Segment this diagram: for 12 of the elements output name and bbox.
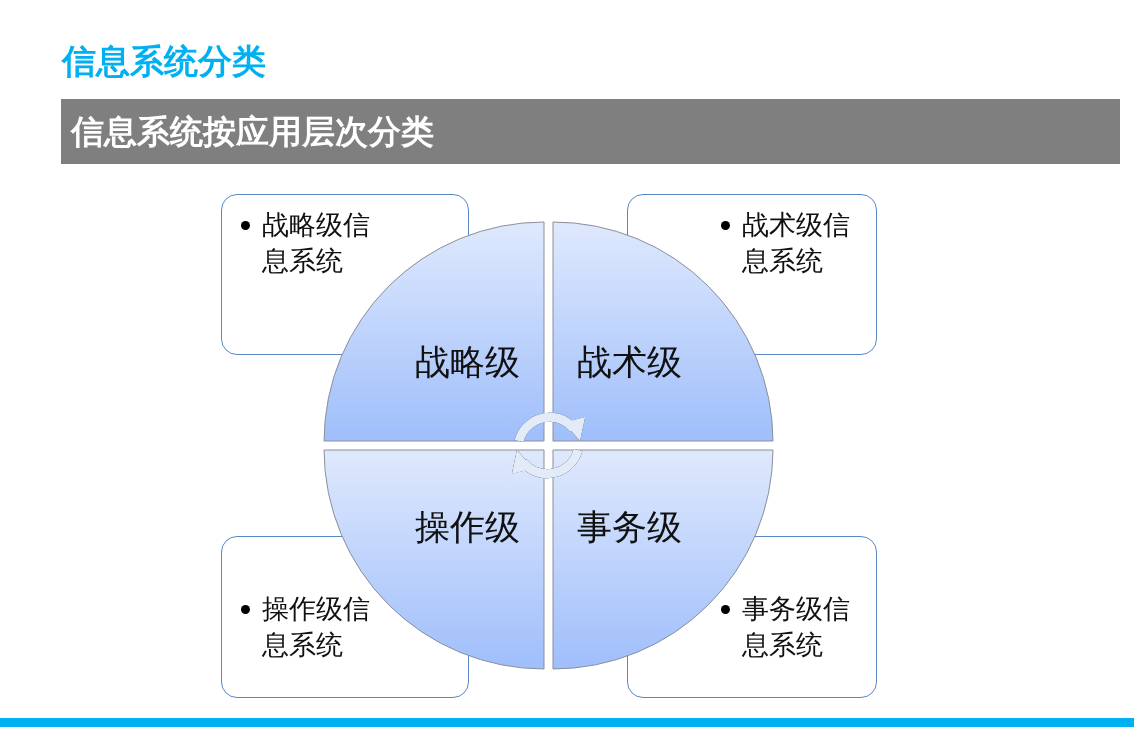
page-title: 信息系统分类 [62, 40, 266, 83]
list-item-text: 操作级信息系统 [262, 592, 371, 662]
list-item-text: 战术级信息系统 [742, 208, 851, 278]
curved-arrow [514, 412, 585, 443]
quadrant-label: 事务级 [577, 506, 682, 548]
quadrant-label: 战略级 [415, 341, 520, 383]
section-heading: 信息系统按应用层次分类 [71, 110, 434, 153]
quadrant-label: 操作级 [415, 506, 520, 548]
quadrant-label: 战术级 [577, 341, 682, 383]
list-item-text: 事务级信息系统 [742, 592, 851, 662]
curved-arrow [512, 448, 583, 479]
list-item-text: 战略级信息系统 [262, 208, 371, 278]
